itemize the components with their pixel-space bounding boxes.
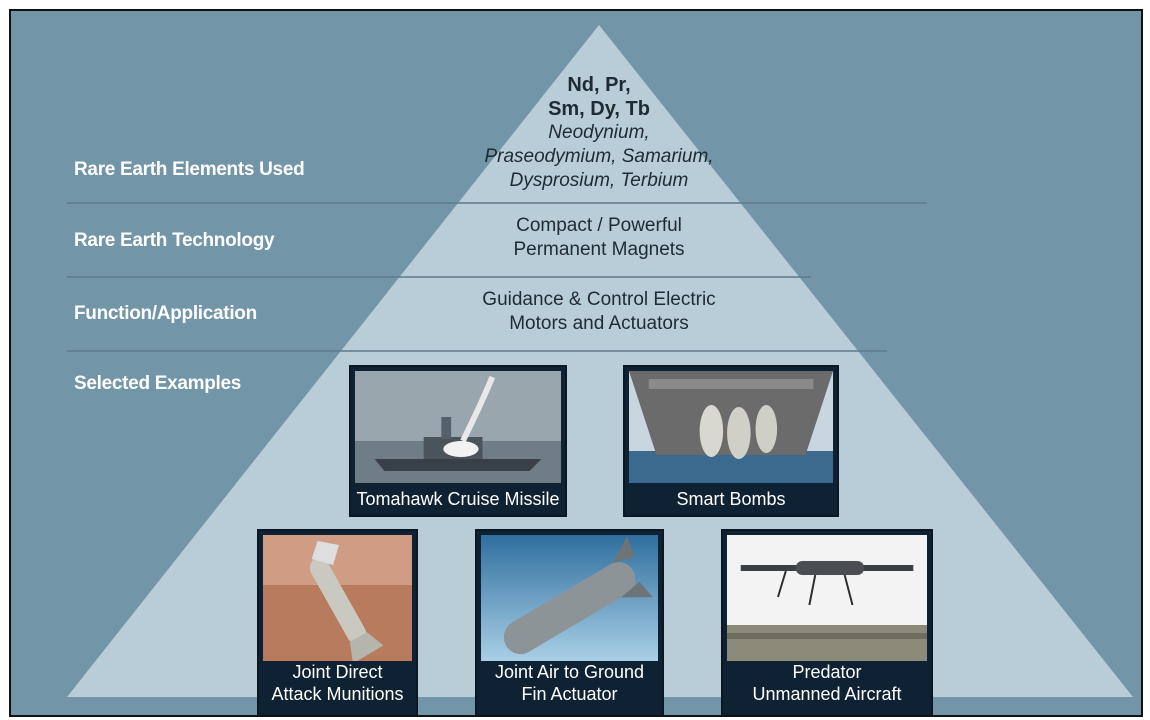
technology-line-1: Compact / Powerful xyxy=(516,215,682,236)
fin-actuator-photo xyxy=(481,535,658,661)
caption-predator-line1: Predator xyxy=(792,662,862,682)
caption-fin-actuator: Joint Air to Ground Fin Actuator xyxy=(477,659,662,715)
element-symbols-1: Nd, Pr, xyxy=(567,74,631,96)
caption-fin-actuator-line2: Fin Actuator xyxy=(521,684,618,704)
technology-line-2: Permanent Magnets xyxy=(513,239,685,260)
diagram-frame: Rare Earth Elements Used Rare Earth Tech… xyxy=(9,9,1143,717)
element-names-3: Dysprosium, Terbium xyxy=(509,170,689,191)
label-rare-earth-technology: Rare Earth Technology xyxy=(74,230,275,251)
label-function-application: Function/Application xyxy=(74,303,257,324)
element-names-2: Praseodymium, Samarium, xyxy=(484,146,714,167)
caption-tomahawk-line1: Tomahawk Cruise Missile xyxy=(356,489,560,509)
tier-technology: Compact / Powerful Permanent Magnets xyxy=(449,214,749,262)
tomahawk-ship-photo xyxy=(355,371,561,483)
caption-predator: Predator Unmanned Aircraft xyxy=(723,659,931,715)
function-line-1: Guidance & Control Electric xyxy=(482,289,716,310)
caption-tomahawk: Tomahawk Cruise Missile xyxy=(351,483,565,515)
caption-jdam-line2: Attack Munitions xyxy=(271,684,404,704)
label-selected-examples: Selected Examples xyxy=(74,373,242,394)
caption-predator-line2: Unmanned Aircraft xyxy=(752,684,902,704)
label-rare-earth-elements-used: Rare Earth Elements Used xyxy=(74,159,305,180)
caption-smart-bombs: Smart Bombs xyxy=(625,483,837,515)
caption-jdam-line1: Joint Direct xyxy=(292,662,383,682)
jdam-photo xyxy=(263,535,412,661)
tier-function: Guidance & Control Electric Motors and A… xyxy=(429,288,769,336)
smart-bombs-photo xyxy=(629,371,833,483)
example-card-fin-actuator: Joint Air to Ground Fin Actuator xyxy=(475,529,664,715)
predator-photo xyxy=(727,535,927,661)
tier-elements: Nd, Pr, Sm, Dy, Tb Neodynium, Praseodymi… xyxy=(449,73,749,193)
example-card-jdam: Joint Direct Attack Munitions xyxy=(257,529,418,715)
example-card-smart-bombs: Smart Bombs xyxy=(623,365,839,517)
example-card-tomahawk: Tomahawk Cruise Missile xyxy=(349,365,567,517)
caption-jdam: Joint Direct Attack Munitions xyxy=(259,659,416,715)
caption-smart-bombs-line1: Smart Bombs xyxy=(676,489,786,509)
element-symbols-2: Sm, Dy, Tb xyxy=(548,98,650,120)
function-line-2: Motors and Actuators xyxy=(509,313,689,334)
element-names-1: Neodynium, xyxy=(548,122,650,143)
example-card-predator: Predator Unmanned Aircraft xyxy=(721,529,933,715)
caption-fin-actuator-line1: Joint Air to Ground xyxy=(494,662,645,682)
